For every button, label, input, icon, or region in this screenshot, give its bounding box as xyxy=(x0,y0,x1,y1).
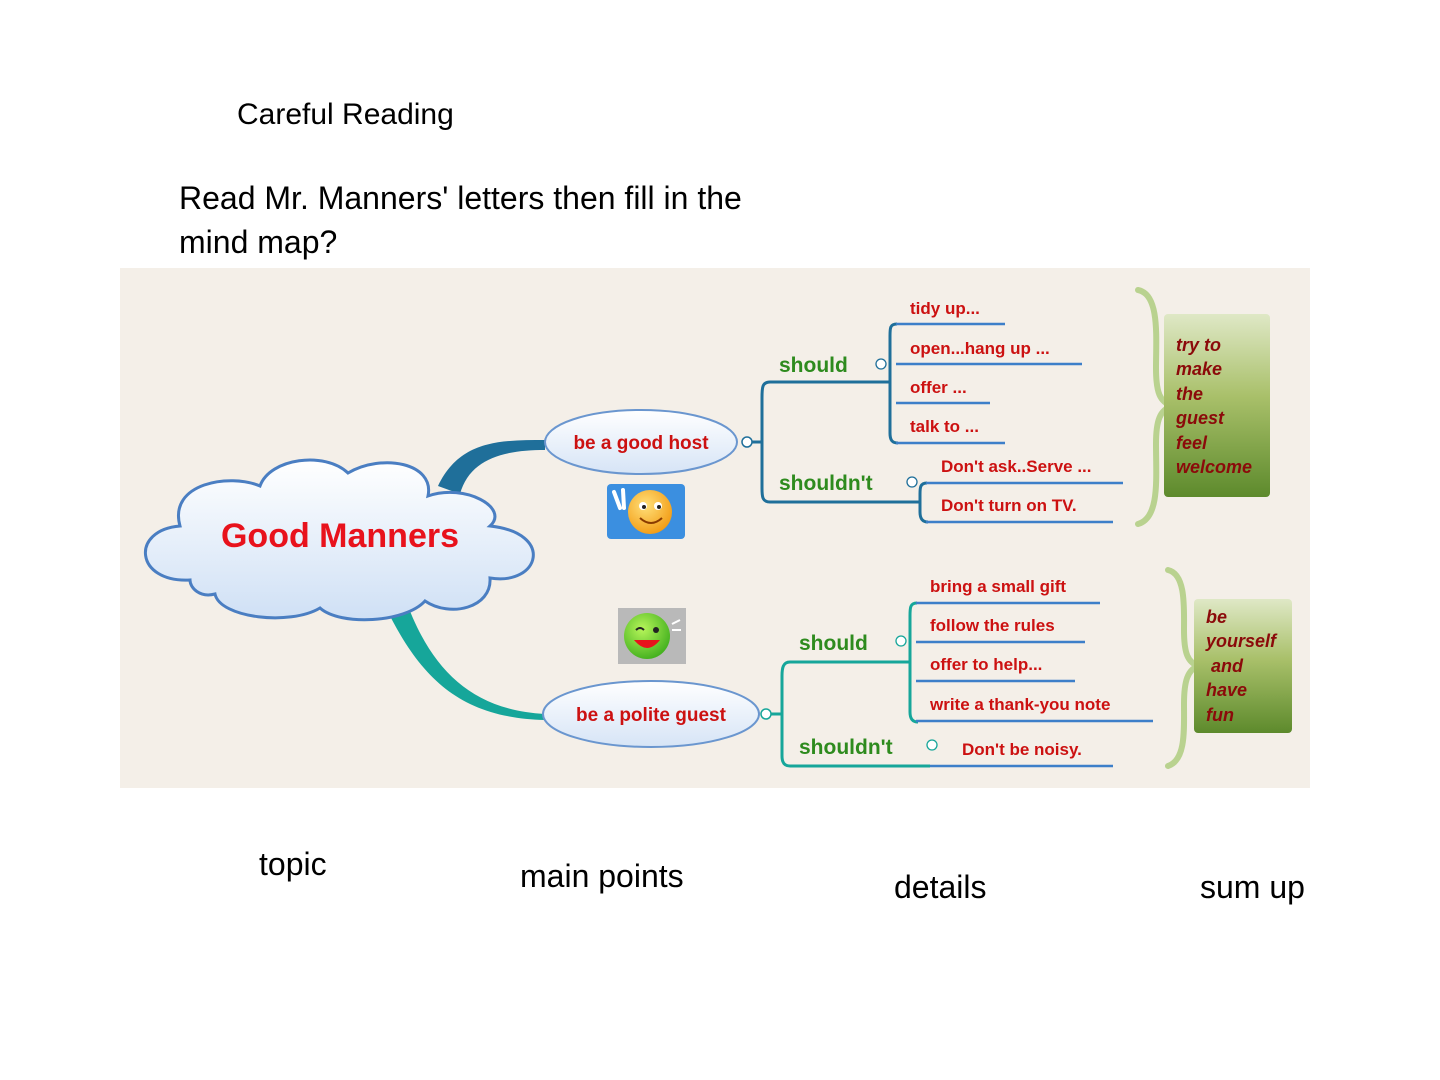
host-shouldnt-bracket xyxy=(910,481,929,524)
orange-sticker-icon xyxy=(607,484,685,539)
mind-map: Good Manners be a good host be a polite … xyxy=(120,268,1310,788)
collapse-toggle-icon[interactable] xyxy=(906,476,918,488)
host-branch-connector xyxy=(438,440,545,494)
caption-sum-up: sum up xyxy=(1200,869,1305,905)
host-shouldnt-label: shouldn't xyxy=(779,472,873,495)
guest-should-label: should xyxy=(799,632,868,655)
guest-shouldnt-label: shouldn't xyxy=(799,736,893,759)
detail-text: talk to ... xyxy=(910,417,979,436)
summary-line: yourself xyxy=(1205,631,1278,651)
guest-should-bracket xyxy=(900,601,919,724)
guest-split-line xyxy=(771,660,791,768)
host-summary-text: try to make the guest feel welcome xyxy=(1175,335,1252,477)
summary-line: and xyxy=(1206,656,1244,676)
collapse-toggle-icon[interactable] xyxy=(926,739,938,751)
summary-line: try to xyxy=(1176,335,1221,355)
detail-text: Don't turn on TV. xyxy=(941,496,1077,515)
detail-text: open...hang up ... xyxy=(910,339,1050,358)
caption-topic: topic xyxy=(259,846,327,882)
detail-text: Don't be noisy. xyxy=(962,740,1082,759)
detail-text: tidy up... xyxy=(910,299,980,318)
summary-line: welcome xyxy=(1176,457,1252,477)
guest-summary-text: be yourself and have fun xyxy=(120,268,1301,725)
caption-main-points: main points xyxy=(520,858,684,894)
detail-text: offer ... xyxy=(910,378,967,397)
caption-details: details xyxy=(894,869,987,905)
collapse-toggle-icon[interactable] xyxy=(895,635,907,647)
detail-text: offer to help... xyxy=(930,655,1042,674)
detail-text: write a thank-you note xyxy=(929,695,1110,714)
host-should-label: should xyxy=(779,354,848,377)
guest-summary-box xyxy=(1194,599,1292,733)
host-summary-box xyxy=(1164,314,1270,497)
summary-line: make xyxy=(1176,359,1222,379)
host-should-bracket xyxy=(880,322,899,445)
apple-sticker-icon xyxy=(618,608,686,664)
main-point-host-label: be a good host xyxy=(573,433,709,454)
detail-text: follow the rules xyxy=(930,616,1055,635)
summary-line: guest xyxy=(1175,408,1225,428)
summary-line: be xyxy=(1206,607,1227,627)
topic-cloud: Good Manners xyxy=(143,458,535,622)
detail-text: bring a small gift xyxy=(930,577,1066,596)
collapse-toggle-icon[interactable] xyxy=(760,708,772,720)
section-title: Careful Reading xyxy=(237,98,454,131)
host-split-line xyxy=(752,380,771,504)
topic-label: Good Manners xyxy=(221,517,459,555)
summary-line: have xyxy=(1206,680,1247,700)
instruction-text: Read Mr. Manners' letters then fill in t… xyxy=(179,180,742,260)
main-point-host: be a good host xyxy=(544,409,738,475)
summary-line: the xyxy=(1176,384,1203,404)
summary-line: feel xyxy=(1176,433,1208,453)
collapse-toggle-icon[interactable] xyxy=(875,358,887,370)
summary-line: fun xyxy=(1206,705,1234,725)
main-point-guest: be a polite guest xyxy=(542,680,760,748)
collapse-toggle-icon[interactable] xyxy=(741,436,753,448)
detail-text: Don't ask..Serve ... xyxy=(941,457,1092,476)
main-point-guest-label: be a polite guest xyxy=(576,705,727,726)
